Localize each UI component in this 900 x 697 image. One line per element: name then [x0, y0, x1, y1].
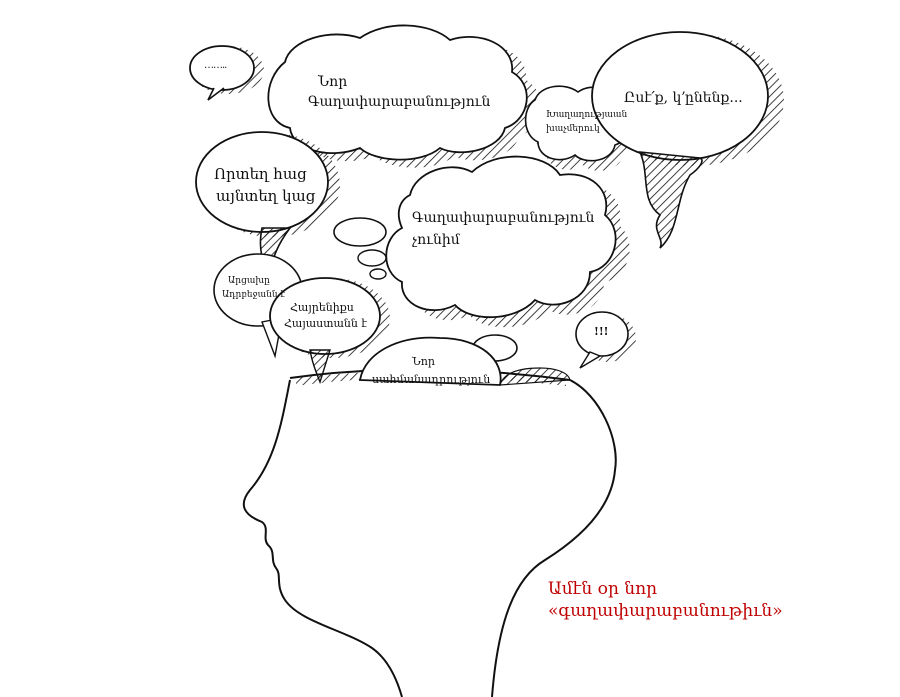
text-chunim-line2: չունիմ: [412, 232, 460, 248]
text-artsakh-line1: Արցախը: [228, 276, 270, 286]
head-outline: [242, 379, 403, 697]
text-hayrenikt-line1: Հայրենիքս: [290, 301, 354, 314]
bubble-ellipsis-tail: [207, 87, 225, 101]
bubble-inch-tail: [638, 151, 703, 249]
bubble-sahmanadrutyun: [358, 336, 502, 386]
text-urtegh-line1: Որտեղ հաց: [214, 165, 307, 183]
bubble-hayrenikt: [269, 277, 381, 355]
text-khaghaghutyan-line2: խաչմերուկ: [546, 124, 600, 134]
caption-line2: «գաղափարաբանութիւն»: [548, 601, 783, 621]
trail-circle-3: [369, 268, 387, 280]
trail-circle-2: [357, 249, 387, 267]
bubble-exclaim-tail: [579, 351, 602, 369]
text-sahmanadrutyun-line1: Նոր: [412, 355, 435, 368]
bubble-exclaim: [575, 311, 629, 357]
bubble-sahmanadrutyun-hatch: [499, 367, 571, 386]
text-inch-knneq: Ըսէ՛ք, կ՚ընենք...: [624, 90, 743, 106]
text-urtegh-line2: այնտեղ կաց: [216, 187, 316, 205]
text-khaghaghutyan-line1: Խաղաղությաան: [546, 110, 628, 120]
cloud-nor: [267, 24, 528, 161]
caption-line1: Ամէն օր նոր: [548, 579, 658, 599]
text-ellipsis: ……..: [204, 60, 227, 71]
text-exclaim: !!!: [594, 325, 609, 338]
bubble-hayrenikt-tail: [309, 349, 331, 385]
text-nor-line1: Նոր: [318, 74, 348, 90]
trail-circle-1: [333, 217, 387, 247]
text-nor-line2: Գաղափարաբանություն: [308, 94, 491, 110]
text-hayrenikt-line2: Հայաստանն է: [284, 317, 368, 330]
text-artsakh-line2: Ադրբեջանն է: [222, 290, 286, 300]
head-back-outline: [491, 379, 617, 697]
text-sahmanadrutyun-line2: սահմանադրություն: [372, 373, 491, 386]
cloud-chunim: [385, 155, 617, 319]
text-chunim-line1: Գաղափարաբանություն: [412, 210, 595, 226]
